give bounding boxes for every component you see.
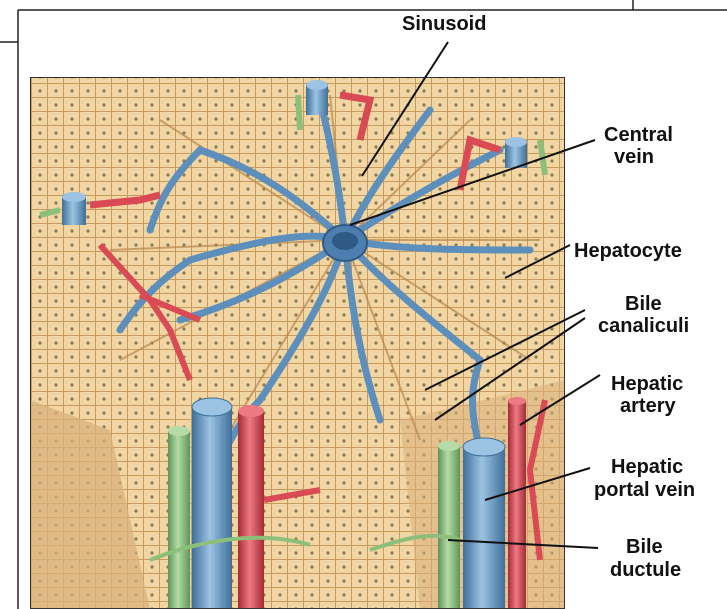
liver-tissue-block	[30, 77, 565, 609]
label-central-vein-line2: vein	[614, 146, 654, 168]
label-hepatocyte: Hepatocyte	[574, 240, 682, 262]
label-bile-ductule-line2: ductule	[610, 559, 681, 581]
label-bile-canaliculi-line2: canaliculi	[598, 315, 689, 337]
label-hepatic-portal-vein-line2: portal vein	[594, 479, 695, 501]
label-bile-ductule-line1: Bile	[626, 536, 663, 558]
label-hepatic-artery-line2: artery	[620, 395, 676, 417]
label-sinusoid: Sinusoid	[402, 13, 486, 35]
label-hepatic-portal-vein-line1: Hepatic	[611, 456, 683, 478]
label-central-vein-line1: Central	[604, 124, 673, 146]
label-hepatic-artery-line1: Hepatic	[611, 373, 683, 395]
label-bile-canaliculi-line1: Bile	[625, 293, 662, 315]
